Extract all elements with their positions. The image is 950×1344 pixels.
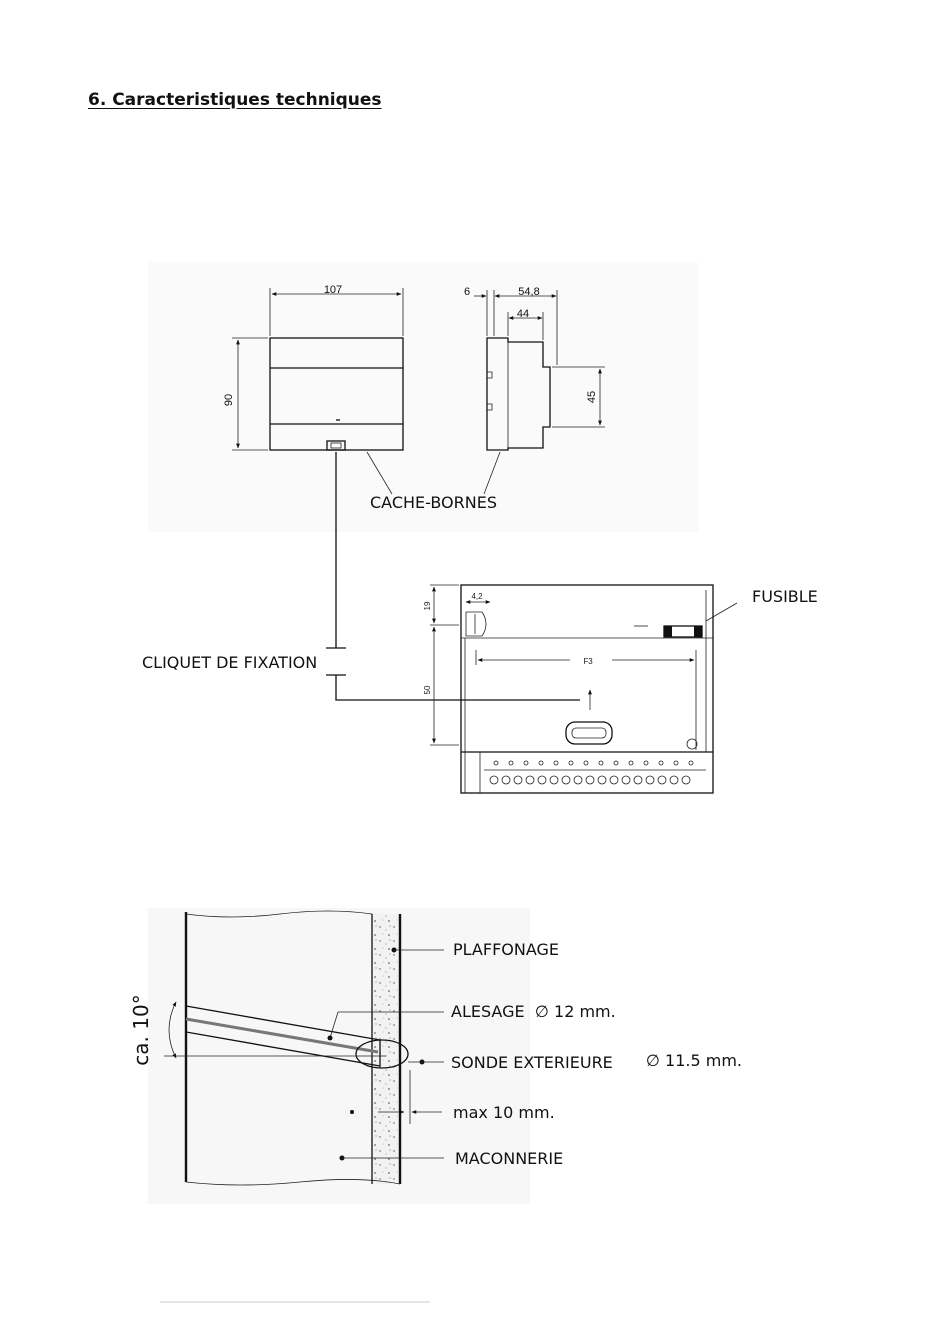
dim-offset: 6	[464, 286, 470, 298]
dim-top: 19	[423, 601, 432, 610]
module-drawing: 107 90 6 54,8 44	[148, 262, 698, 532]
label-plaffonage: PLAFFONAGE	[453, 940, 559, 959]
terminal-rows	[484, 761, 706, 784]
dim-width: 107	[324, 284, 342, 296]
dim-height: 90	[223, 394, 235, 406]
sensor-drawing: ca. 10° PLAFFONAGE ALESAGE ∅ 12 mm. SOND…	[129, 908, 742, 1204]
dim-base-height: 50	[423, 685, 432, 694]
rail-clip	[566, 722, 612, 744]
max-depth: max 10 mm.	[453, 1103, 555, 1122]
label-alesage: ALESAGE	[451, 1002, 525, 1021]
dim-side-height: 45	[586, 391, 598, 403]
dim-span: F3	[583, 657, 593, 666]
dim-small: 4,2	[471, 592, 483, 601]
label-cache-bornes: CACHE-BORNES	[370, 493, 497, 512]
label-fusible: FUSIBLE	[752, 587, 818, 606]
sonde-diameter: ∅ 11.5 mm.	[646, 1051, 742, 1070]
label-maconnerie: MACONNERIE	[455, 1149, 563, 1168]
angle-label: ca. 10°	[129, 994, 153, 1065]
alesage-diameter: ∅ 12 mm.	[535, 1002, 616, 1021]
label-cliquet: CLIQUET DE FIXATION	[142, 653, 317, 672]
label-sonde: SONDE EXTERIEURE	[451, 1053, 613, 1072]
dim-depth-total: 54,8	[518, 286, 539, 298]
dim-depth-body: 44	[517, 308, 529, 320]
